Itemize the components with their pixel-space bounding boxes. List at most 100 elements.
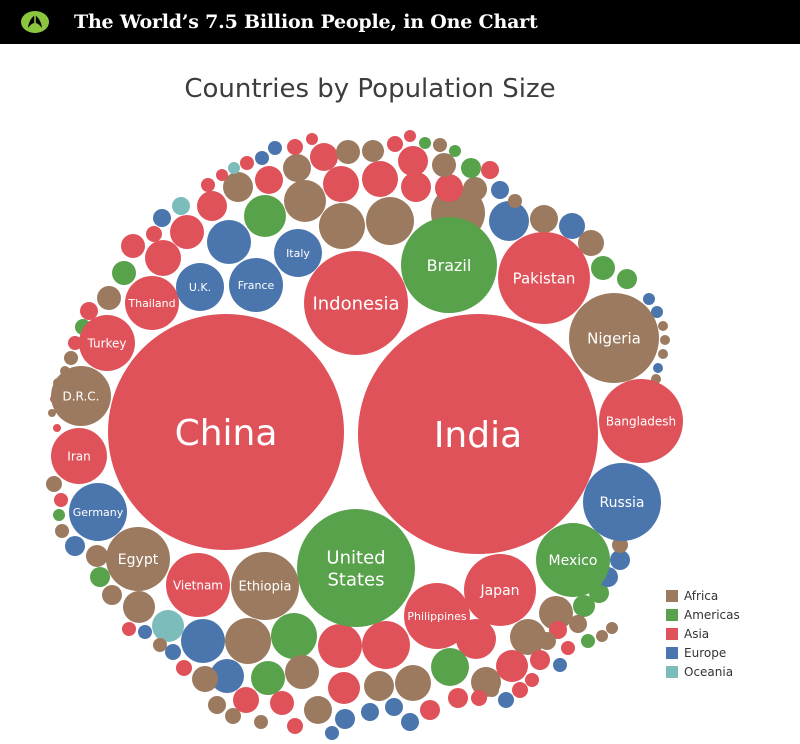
country-bubble bbox=[122, 622, 136, 636]
country-bubble bbox=[530, 650, 550, 670]
legend-item-asia: Asia bbox=[666, 624, 740, 643]
country-bubble bbox=[385, 698, 403, 716]
country-bubble bbox=[569, 615, 587, 633]
leaf-logo-icon[interactable] bbox=[20, 7, 50, 37]
bubble-label: States bbox=[327, 569, 384, 590]
bubble-label: Thailand bbox=[127, 297, 175, 310]
bubble-circle bbox=[297, 509, 415, 627]
country-bubble bbox=[658, 321, 668, 331]
legend-label: Asia bbox=[684, 626, 710, 641]
country-bubble-bangladesh: Bangladesh bbox=[599, 379, 683, 463]
bubble-label: D.R.C. bbox=[63, 389, 100, 403]
country-bubble bbox=[559, 213, 585, 239]
country-bubble bbox=[435, 174, 463, 202]
country-bubble bbox=[146, 226, 162, 242]
country-bubble bbox=[660, 335, 670, 345]
country-bubble bbox=[145, 240, 181, 276]
country-bubble bbox=[251, 661, 285, 695]
bubble-circle bbox=[498, 232, 590, 324]
legend-item-europe: Europe bbox=[666, 643, 740, 662]
country-bubble bbox=[172, 197, 190, 215]
legend-swatch bbox=[666, 608, 678, 621]
country-bubble bbox=[658, 349, 668, 359]
country-bubble bbox=[165, 644, 181, 660]
country-bubble bbox=[578, 230, 604, 256]
country-bubble-italy: Italy bbox=[274, 229, 322, 277]
legend-swatch bbox=[666, 646, 678, 659]
legend-item-africa: Africa bbox=[666, 586, 740, 605]
legend-item-oceania: Oceania bbox=[666, 662, 740, 681]
country-bubble bbox=[596, 630, 608, 642]
bubble-label: Egypt bbox=[118, 552, 159, 568]
country-bubble bbox=[170, 215, 204, 249]
chart-legend: Africa Americas Asia Europe Oceania bbox=[666, 586, 740, 681]
country-bubble bbox=[65, 536, 85, 556]
country-bubble bbox=[48, 409, 56, 417]
country-bubble bbox=[216, 169, 228, 181]
country-bubble bbox=[181, 619, 225, 663]
country-bubble bbox=[539, 596, 573, 630]
country-bubble bbox=[651, 306, 663, 318]
country-bubble bbox=[97, 286, 121, 310]
bubble-label: Bangladesh bbox=[606, 414, 676, 428]
country-bubble bbox=[102, 585, 122, 605]
country-bubble bbox=[323, 166, 359, 202]
country-bubble bbox=[325, 726, 339, 740]
bubble-label: Brazil bbox=[427, 256, 472, 275]
bubble-label: Ethiopia bbox=[239, 580, 292, 595]
country-bubble bbox=[530, 205, 558, 233]
bubble-label: U.K. bbox=[189, 281, 211, 294]
bubble-circle bbox=[464, 554, 536, 626]
bubble-label: Italy bbox=[286, 247, 310, 260]
country-bubble bbox=[538, 632, 556, 650]
country-bubble bbox=[244, 195, 286, 237]
page-title: The World’s 7.5 Billion People, in One C… bbox=[74, 11, 538, 33]
country-bubble-d-r-c: D.R.C. bbox=[51, 366, 111, 426]
country-bubble bbox=[463, 177, 487, 201]
country-bubble bbox=[268, 141, 282, 155]
country-bubble bbox=[512, 682, 528, 698]
bubble-label: United bbox=[326, 548, 385, 569]
country-bubble-china: China bbox=[108, 314, 344, 550]
country-bubble bbox=[398, 146, 428, 176]
bubble-label: Japan bbox=[479, 583, 519, 599]
country-bubble bbox=[55, 524, 69, 538]
country-bubble bbox=[319, 203, 365, 249]
bubble-circle bbox=[108, 314, 344, 550]
country-bubble bbox=[362, 140, 384, 162]
country-bubble bbox=[197, 191, 227, 221]
country-bubble bbox=[404, 130, 416, 142]
country-bubble bbox=[481, 161, 499, 179]
country-bubble bbox=[361, 703, 379, 721]
bubble-label: India bbox=[434, 415, 522, 456]
legend-label: Americas bbox=[684, 607, 740, 622]
country-bubble bbox=[208, 696, 226, 714]
country-bubble bbox=[240, 156, 254, 170]
bubble-circle bbox=[125, 276, 179, 330]
country-bubble bbox=[86, 545, 108, 567]
country-bubble bbox=[496, 650, 528, 682]
country-bubble bbox=[152, 610, 184, 642]
country-bubble bbox=[336, 140, 360, 164]
country-bubble bbox=[284, 180, 326, 222]
country-bubble bbox=[138, 625, 152, 639]
country-bubble bbox=[68, 336, 82, 350]
country-bubble bbox=[255, 151, 269, 165]
country-bubble bbox=[366, 197, 414, 245]
legend-item-americas: Americas bbox=[666, 605, 740, 624]
country-bubble bbox=[432, 153, 456, 177]
bubble-label: France bbox=[238, 279, 275, 292]
country-bubble bbox=[90, 567, 110, 587]
bubble-circle bbox=[274, 229, 322, 277]
country-bubble bbox=[64, 351, 78, 365]
bubble-circle bbox=[51, 366, 111, 426]
header-bar: The World’s 7.5 Billion People, in One C… bbox=[0, 0, 800, 44]
bubble-label: Germany bbox=[73, 506, 124, 519]
legend-swatch bbox=[666, 665, 678, 678]
bubble-label: Iran bbox=[67, 449, 90, 463]
bubble-circle bbox=[304, 251, 408, 355]
country-bubble bbox=[362, 621, 410, 669]
bubble-circle bbox=[79, 315, 135, 371]
country-bubble-egypt: Egypt bbox=[106, 527, 170, 591]
